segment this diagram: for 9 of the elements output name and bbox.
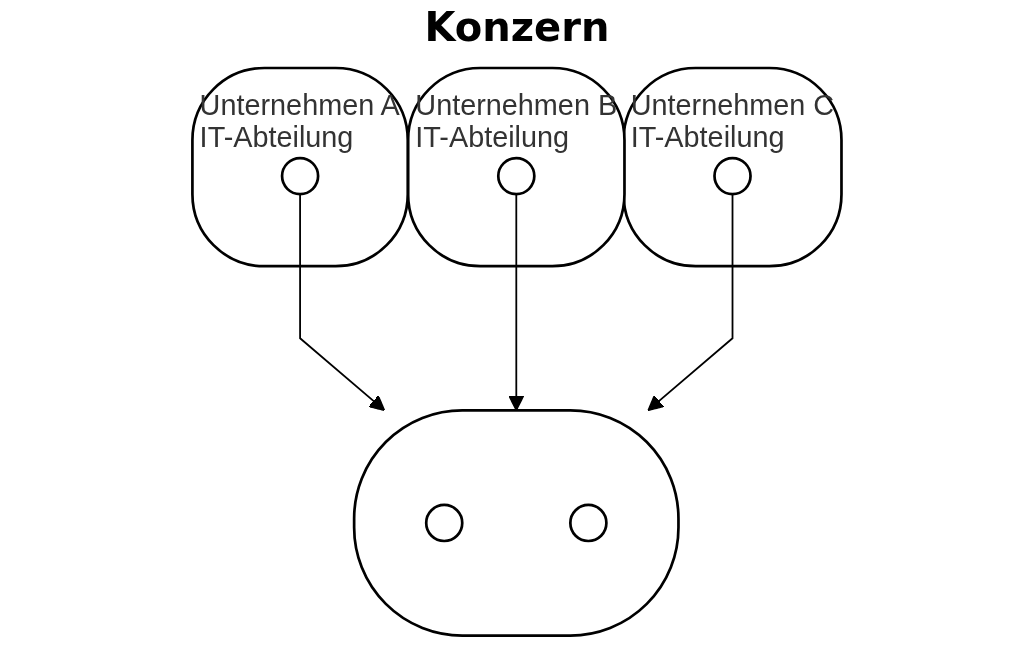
node-circle bbox=[280, 156, 320, 196]
cluster: Unternehmen C IT-Abteilung bbox=[622, 66, 843, 268]
node-circle bbox=[713, 156, 752, 196]
cluster: Unternehmen A IT-Abteilung bbox=[191, 66, 410, 268]
cluster: Unternehmen B IT-Abteilung bbox=[406, 66, 626, 268]
diagram-title: Konzern bbox=[423, 4, 611, 50]
node-circle bbox=[569, 503, 608, 543]
node-circle bbox=[496, 156, 536, 196]
node-circle bbox=[424, 503, 464, 543]
